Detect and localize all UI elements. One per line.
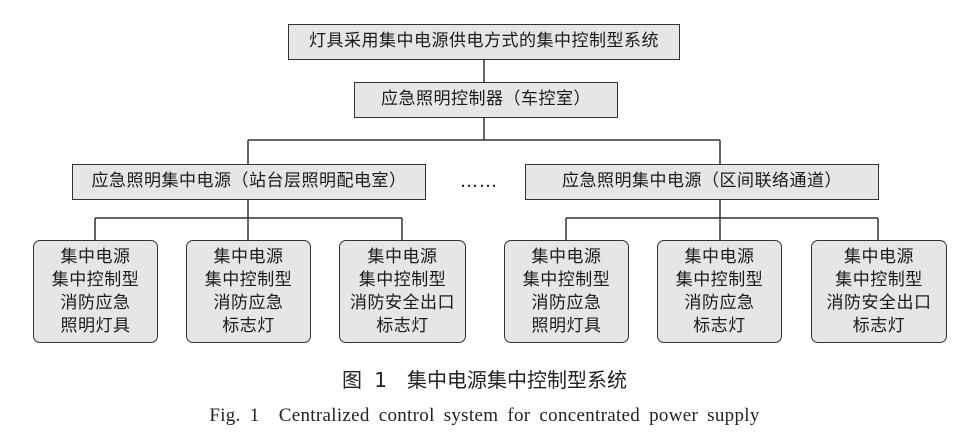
system-diagram: 灯具采用集中电源供电方式的集中控制型系统 应急照明控制器（车控室） 应急照明集中… — [33, 24, 947, 343]
fixture-1-line-2: 集中控制型 — [51, 269, 140, 290]
controller-box: 应急照明控制器（车控室） — [354, 82, 618, 118]
fixture-1-line-3: 消防应急 — [60, 292, 131, 313]
connector-lines — [94, 60, 879, 240]
root-system-box: 灯具采用集中电源供电方式的集中控制型系统 — [288, 24, 680, 60]
fixture-2-line-3: 消防应急 — [213, 292, 284, 313]
fixture-4-line-3: 消防应急 — [531, 292, 602, 313]
fixture-5-line-4: 标志灯 — [693, 315, 746, 336]
fixture-2-line-2: 集中控制型 — [204, 269, 293, 290]
fixture-3-line-1: 集中电源 — [367, 246, 438, 267]
fixture-6-line-1: 集中电源 — [844, 246, 914, 267]
fixture-4-line-1: 集中电源 — [531, 246, 602, 267]
fixture-2-line-1: 集中电源 — [213, 246, 284, 267]
fixture-5-line-1: 集中电源 — [684, 246, 755, 267]
fixture-3-line-3: 消防安全出口 — [350, 292, 455, 313]
fixture-box-4: 集中电源 集中控制型 消防应急 照明灯具 — [504, 240, 629, 343]
fixture-3-line-4: 标志灯 — [376, 315, 429, 336]
fixture-1-line-1: 集中电源 — [60, 246, 131, 267]
fixture-5-line-2: 集中控制型 — [675, 269, 764, 290]
fixture-3-line-2: 集中控制型 — [358, 269, 447, 290]
fixture-4-line-4: 照明灯具 — [531, 315, 602, 336]
figure-caption-chinese: 图 1 集中电源集中控制型系统 — [341, 368, 628, 392]
fixture-1-line-4: 照明灯具 — [60, 315, 131, 336]
fixture-2-line-4: 标志灯 — [222, 315, 275, 336]
power-source-box-platform: 应急照明集中电源（站台层照明配电室） — [72, 164, 426, 200]
fixture-box-5: 集中电源 集中控制型 消防应急 标志灯 — [657, 240, 782, 343]
fixture-box-6: 集中电源 集中控制型 消防安全出口 标志灯 — [811, 240, 947, 343]
fixture-box-1: 集中电源 集中控制型 消防应急 照明灯具 — [33, 240, 158, 343]
figure-caption-english: Fig. 1 Centralized control system for co… — [209, 405, 760, 426]
fixture-6-line-2: 集中控制型 — [835, 269, 923, 290]
fixture-6-line-4: 标志灯 — [852, 315, 906, 336]
power-source-box-tunnel: 应急照明集中电源（区间联络通道） — [525, 164, 879, 200]
fixture-5-line-3: 消防应急 — [684, 292, 755, 313]
ellipsis-more: …… — [460, 171, 498, 192]
fixture-6-line-3: 消防安全出口 — [826, 292, 932, 313]
fixture-4-line-2: 集中控制型 — [522, 269, 611, 290]
fixture-box-2: 集中电源 集中控制型 消防应急 标志灯 — [186, 240, 311, 343]
fixture-box-3: 集中电源 集中控制型 消防安全出口 标志灯 — [339, 240, 466, 343]
